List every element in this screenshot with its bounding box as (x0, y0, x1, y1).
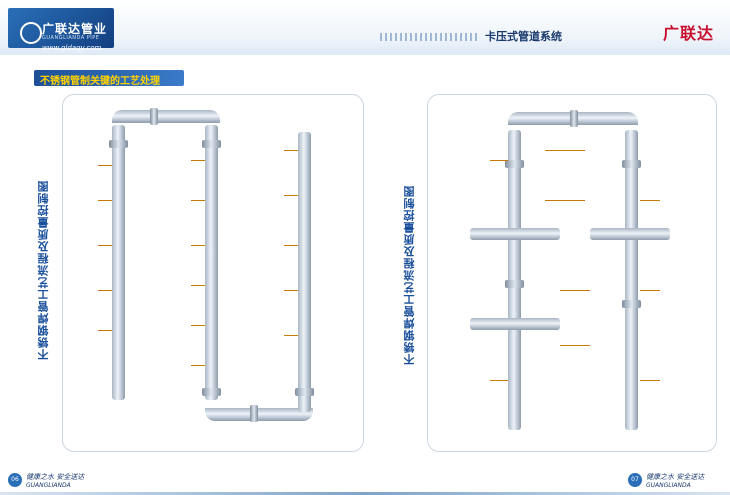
footer-slogan-left-zh: 健康之水 安全送达 (26, 473, 85, 481)
pipe-joint (570, 110, 578, 127)
label-leader (98, 165, 112, 166)
pipe-joint (202, 388, 221, 396)
pipe-segment-3 (298, 132, 311, 412)
pipe-segment-2 (205, 125, 218, 400)
pipe-bend-top (112, 110, 220, 123)
label-leader (545, 150, 585, 151)
pipe-tee-branch (590, 228, 670, 240)
label-leader (545, 200, 585, 201)
logo-emblem-icon (20, 22, 42, 44)
section-title-tag: 不锈钢管制关键的工艺处理 (34, 70, 184, 87)
pipe-segment-1 (112, 125, 125, 400)
label-leader (284, 335, 298, 336)
right-vertical-title: 不锈钢焊管工艺流程及质量控制图 (403, 185, 416, 365)
pipe-segment-main-right (625, 130, 638, 430)
pipe-joint (622, 300, 641, 308)
brand-right: 广联达 (663, 24, 715, 43)
footer-slogan-left-en: GUANGLIANDA (26, 482, 71, 489)
label-leader (191, 285, 205, 286)
label-leader (490, 380, 508, 381)
label-leader (640, 290, 660, 291)
label-leader (284, 245, 298, 246)
left-vertical-title: 不锈钢焊管工艺流程及质量控制图 (37, 180, 50, 360)
pipe-joint (295, 388, 314, 396)
right-diagram-panel (427, 94, 717, 452)
company-logo: 广联达管业 GUANGLIANDA PIPE www.gldagy.com (8, 8, 114, 52)
decorative-stripes (380, 33, 480, 41)
pipe-joint (250, 405, 258, 422)
label-leader (284, 150, 298, 151)
pipe-joint (622, 160, 641, 168)
label-leader (191, 160, 205, 161)
footer-rule (0, 492, 730, 495)
label-leader (191, 245, 205, 246)
footer-slogan-left: 健康之水 安全送达 GUANGLIANDA (26, 472, 84, 489)
label-leader (284, 290, 298, 291)
brand-url: www.gldagy.com (42, 44, 102, 52)
header-bar (0, 0, 730, 55)
label-leader (191, 325, 205, 326)
pipe-tee-branch (470, 228, 560, 240)
label-leader (191, 200, 205, 201)
label-leader (560, 290, 590, 291)
label-leader (640, 380, 660, 381)
label-leader (490, 160, 508, 161)
pipe-joint (505, 280, 524, 288)
label-leader (640, 200, 660, 201)
footer-slogan-right-en: GUANGLIANDA (646, 482, 691, 489)
label-leader (191, 365, 205, 366)
label-leader (560, 345, 590, 346)
label-leader (98, 330, 112, 331)
label-leader (98, 245, 112, 246)
page-number-right: 07 (628, 473, 642, 487)
pipe-tee-branch (470, 318, 560, 330)
page-number-left: 06 (8, 473, 22, 487)
system-title: 卡压式管道系统 (485, 30, 562, 43)
label-leader (284, 195, 298, 196)
brand-name: 广联达管业 (42, 22, 108, 36)
pipe-joint (202, 140, 221, 148)
pipe-joint (150, 108, 158, 125)
pipe-joint (109, 140, 128, 148)
footer-slogan-right: 健康之水 安全送达 GUANGLIANDA (646, 472, 704, 489)
footer-slogan-right-zh: 健康之水 安全送达 (646, 473, 705, 481)
brand-name-en: GUANGLIANDA PIPE (42, 35, 100, 41)
pipe-bend-bottom (205, 408, 313, 421)
label-leader (98, 200, 112, 201)
label-leader (98, 290, 112, 291)
pipe-joint (505, 160, 524, 168)
section-title: 不锈钢管制关键的工艺处理 (40, 76, 160, 87)
